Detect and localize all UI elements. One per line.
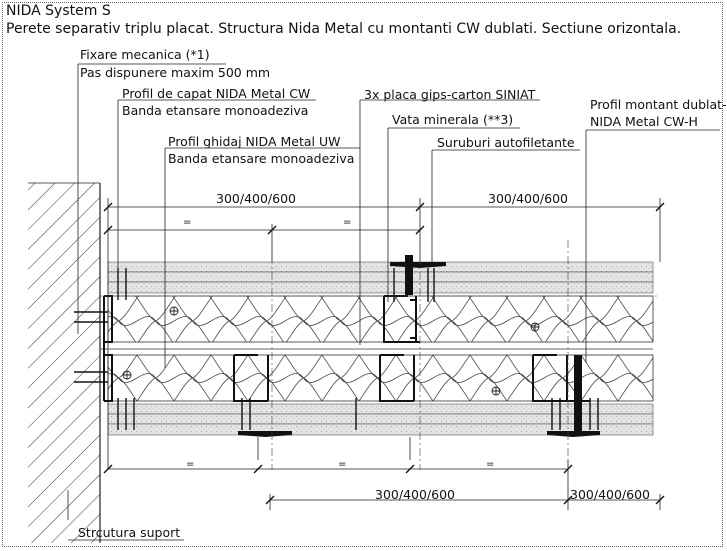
axis-lines <box>100 240 660 470</box>
leader-lines <box>67 63 720 541</box>
dim-bottom-mid: 300/400/600 <box>375 487 455 502</box>
boards-bottom <box>107 403 654 436</box>
dim-equal-top-1: = <box>183 217 192 228</box>
dim-equal-bottom-3: = <box>486 459 495 470</box>
drawing-title: NIDA System S <box>6 3 111 19</box>
dim-top-left: 300/400/600 <box>216 191 296 206</box>
label-profil-montant-1: Profil montant dublat- <box>590 97 727 112</box>
dim-equal-bottom-2: = <box>338 459 347 470</box>
board-joints <box>238 255 600 437</box>
label-placa-gips: 3x placa gips-carton SINIAT <box>364 87 536 102</box>
mineral-wool-top <box>107 295 654 343</box>
wool-markers <box>122 306 540 396</box>
dim-equal-bottom-1: = <box>186 459 195 470</box>
dimension-lines <box>107 198 661 510</box>
studs-bottom <box>233 354 590 402</box>
dim-bottom-right: 300/400/600 <box>570 487 650 502</box>
support-structure <box>28 182 101 543</box>
drawing-subtitle: Perete separativ triplu placat. Structur… <box>6 21 682 37</box>
label-structura-suport: Strcutura suport <box>78 525 181 540</box>
label-fixare-mecanica: Fixare mecanica (*1) <box>80 47 210 62</box>
wall-anchors <box>74 311 108 383</box>
dimension-ticks <box>103 202 665 505</box>
label-profil-ghidaj: Profil ghidaj NIDA Metal UW <box>168 134 341 149</box>
label-banda-etansare-1: Banda etansare monoadeziva <box>122 103 309 118</box>
dim-equal-top-2: = <box>343 217 352 228</box>
label-vata-minerala: Vata minerala (**3) <box>392 112 514 127</box>
boards-top <box>107 261 654 294</box>
label-profil-montant-2: NIDA Metal CW-H <box>590 114 698 129</box>
dim-top-right: 300/400/600 <box>488 191 568 206</box>
label-banda-etansare-2: Banda etansare monoadeziva <box>168 151 355 166</box>
label-profil-capat: Profil de capat NIDA Metal CW <box>122 86 311 101</box>
label-pas-dispunere: Pas dispunere maxim 500 mm <box>80 65 271 80</box>
label-suruburi: Suruburi autofiletante <box>437 135 575 150</box>
